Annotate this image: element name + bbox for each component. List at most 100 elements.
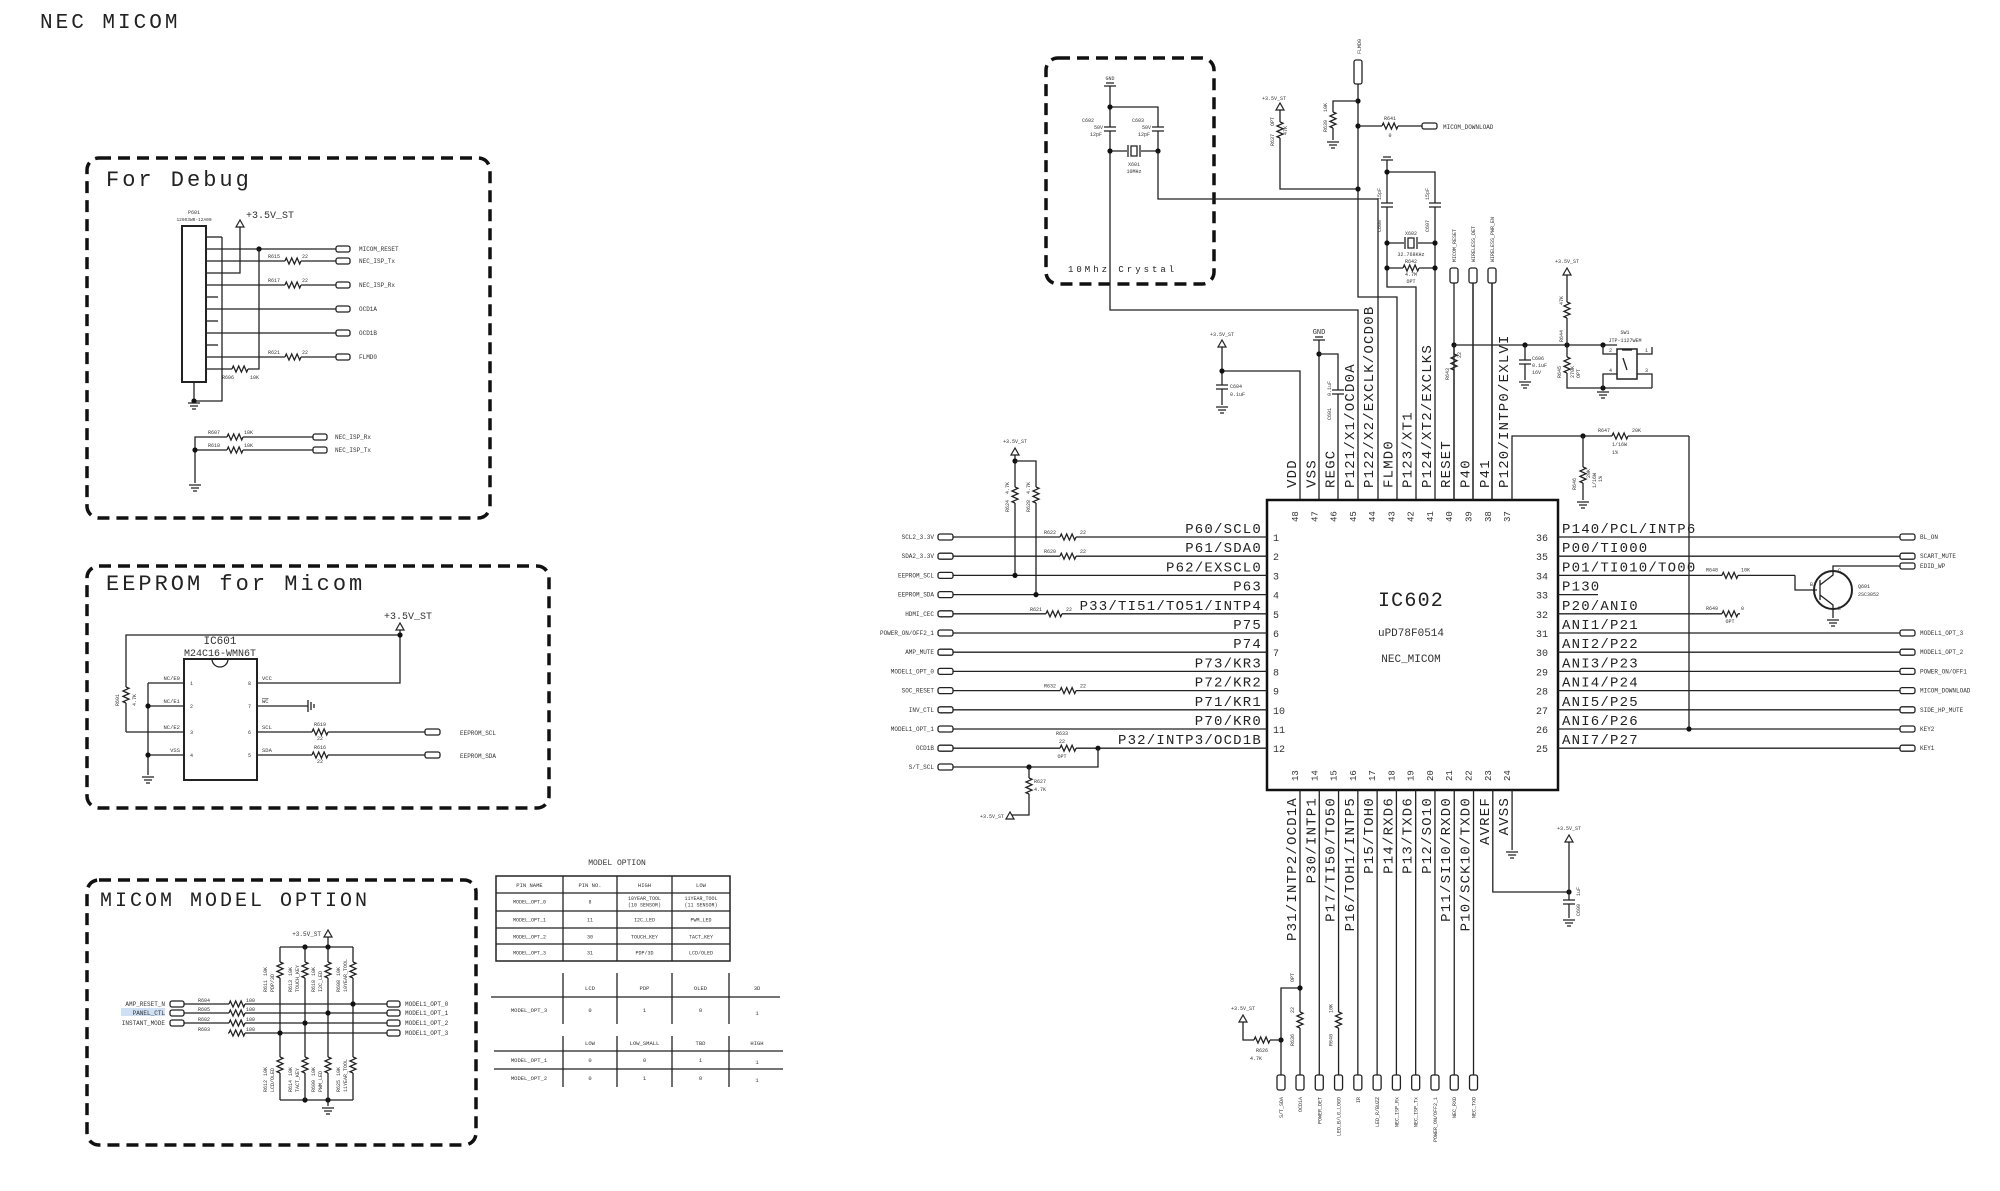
table-cell: 0 <box>699 1075 702 1082</box>
resistor-icon <box>275 1056 285 1074</box>
connector-icon <box>937 763 954 771</box>
label: 10YEAR_TOOL <box>343 959 349 992</box>
label: R603 <box>198 1027 210 1033</box>
capacitor-icon <box>1563 899 1575 905</box>
connector-icon <box>335 329 351 337</box>
table-cell: 1 <box>643 1007 647 1014</box>
pin-number: 23 <box>1484 770 1494 781</box>
label: 100 <box>246 1007 255 1013</box>
resistor-icon <box>1059 685 1077 696</box>
table-cell: TOUCH_KEY <box>631 935 658 941</box>
pin-label: ANI6/P26 <box>1562 714 1639 730</box>
pin-number: 22 <box>1465 770 1475 781</box>
table-cell: (11 SENSOR) <box>684 903 717 909</box>
crystal-mask <box>1404 237 1418 249</box>
pin-number: 48 <box>1291 511 1301 522</box>
label: 6 <box>248 730 251 736</box>
resistor-icon <box>1275 121 1285 139</box>
resistor-icon <box>300 961 310 979</box>
net-label: S/T_SDA <box>1279 1097 1285 1118</box>
label: 100 <box>246 1017 255 1023</box>
pin-number: 33 <box>1536 592 1548 603</box>
junction-dot <box>1432 265 1438 271</box>
label: C607 <box>1425 220 1431 232</box>
connector-icon <box>424 751 441 759</box>
label: +3.5V_ST <box>1210 332 1234 338</box>
label: 10MHz <box>1126 169 1141 175</box>
label: 4.7K <box>1026 482 1032 494</box>
connector-icon <box>169 1000 185 1008</box>
net-label: WIRELESS_PWR_EN <box>1490 217 1496 262</box>
net-label: EDID_WP <box>1920 563 1946 570</box>
net-label: INSTANT_MODE <box>122 1020 166 1027</box>
label: 11YEAR_TOOL <box>343 1059 349 1092</box>
junction-dot <box>191 398 197 404</box>
label: C602 <box>1082 118 1094 124</box>
label: R616 <box>314 745 326 751</box>
resistor-icon <box>226 432 244 442</box>
label: R621 <box>268 350 280 356</box>
connector-icon <box>1421 122 1438 130</box>
resistor-icon <box>226 445 244 455</box>
pin-number: 3 <box>1273 572 1279 583</box>
ground-icon <box>1827 619 1839 627</box>
table-header: TBD <box>696 1040 707 1047</box>
power-arrow-icon <box>322 928 334 938</box>
label: 20K <box>1586 469 1592 478</box>
net-label: MODEL1_OPT_3 <box>405 1030 449 1037</box>
label: R612 <box>263 1080 269 1092</box>
wire <box>1110 106 1159 151</box>
power-arrow-icon <box>1561 266 1573 276</box>
label: R619 <box>314 722 326 728</box>
resistor-icon <box>275 961 285 979</box>
junction-dot <box>397 632 403 638</box>
ic601-body <box>183 658 258 781</box>
label: 0.1uF <box>1532 363 1547 369</box>
label: R621 <box>1030 607 1042 613</box>
connector-icon <box>937 629 954 637</box>
ic-ref: IC602 <box>1378 590 1444 613</box>
connector-icon <box>1899 533 1916 541</box>
net-label: OCD1A <box>359 306 377 313</box>
net-label: EEPROM_SDA <box>898 592 934 599</box>
power-arrow-icon <box>1004 810 1016 820</box>
pin-label: P20/ANI0 <box>1562 599 1639 615</box>
label: 22 <box>302 254 308 260</box>
pin-number: 37 <box>1503 511 1513 522</box>
label: R607 <box>208 430 220 436</box>
label: 22 <box>1059 739 1065 745</box>
label: 10K <box>263 967 269 976</box>
junction-dot <box>1107 104 1113 110</box>
table-header: PIN NAME <box>516 882 543 889</box>
label: R648 <box>1706 567 1718 573</box>
label: R601 <box>115 694 121 706</box>
ic602-body <box>1265 498 1560 792</box>
label: 4.7K <box>132 694 138 706</box>
capacitor-mask <box>1562 900 1576 904</box>
net-label: MODEL1_OPT_1 <box>891 726 935 733</box>
connector-icon <box>1430 1074 1440 1091</box>
pin-label: ANI2/P22 <box>1562 637 1639 653</box>
wire <box>1280 987 1300 1075</box>
label: +3.5V_ST <box>1262 96 1286 102</box>
net-label: MICOM_DOWNLOAD <box>1920 688 1971 695</box>
ground-icon <box>1216 406 1228 414</box>
connector-icon <box>1899 629 1916 637</box>
capacitor-mask <box>1151 127 1165 131</box>
net-label: OCD1B <box>916 745 934 752</box>
label: 16V <box>1532 370 1541 376</box>
section-title: 10Mhz Crystal <box>1068 265 1177 275</box>
junction-dot <box>1355 186 1361 192</box>
resistor-icon <box>1059 532 1077 542</box>
resistor-icon <box>284 280 302 290</box>
net-label: AMP_RESET_N <box>125 1001 165 1008</box>
label: R645 <box>1557 366 1563 378</box>
label: 3 <box>1645 368 1648 374</box>
crystal-mask <box>1127 145 1141 157</box>
label: +3.5V_ST <box>1231 1006 1255 1012</box>
wire <box>1157 151 1379 500</box>
connector-icon <box>937 648 954 656</box>
label: 22 <box>1080 549 1086 555</box>
ground-icon <box>1506 851 1519 859</box>
